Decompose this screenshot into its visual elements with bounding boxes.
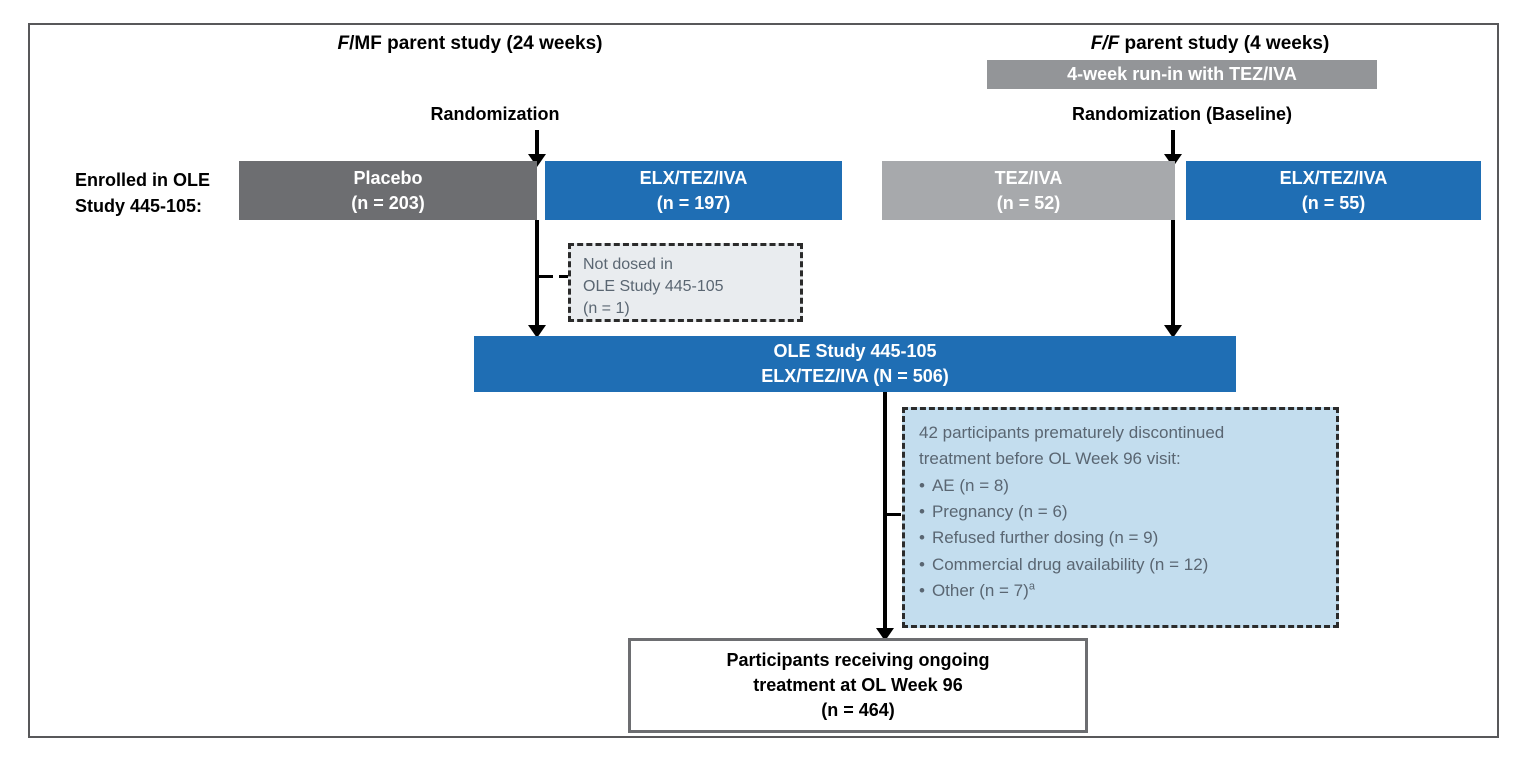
figure-frame: F/MF parent study (24 weeks) F/F parent …: [28, 23, 1499, 738]
enrolled-side-label-line2: Study 445-105:: [75, 196, 203, 217]
arm-bar-elx-tez-iva-fmf: ELX/TEZ/IVA (n = 197): [545, 161, 842, 220]
connector-left-vertical: [535, 220, 539, 330]
arm-bar-elx-tez-iva-ff: ELX/TEZ/IVA (n = 55): [1186, 161, 1481, 220]
ff-parent-study-heading: F/F parent study (4 weeks): [930, 33, 1490, 55]
arm-bar-tez-iva-name: TEZ/IVA: [994, 168, 1063, 189]
arm-bar-placebo-n: (n = 203): [351, 192, 425, 213]
discontinued-reason-other-text: Other (n = 7): [931, 581, 1029, 601]
arm-bar-elx-tez-iva-fmf-name: ELX/TEZ/IVA: [639, 168, 748, 189]
discontinued-callout-body: 42 participants prematurely discontinued…: [905, 410, 1336, 610]
enrolled-side-label-line1: Enrolled in OLE: [75, 170, 211, 190]
fmf-heading-italic-part: F: [337, 33, 350, 54]
ole-study-box-line2: ELX/TEZ/IVA (N = 506): [761, 366, 949, 386]
discontinued-callout: 42 participants prematurely discontinued…: [902, 407, 1339, 628]
ff-heading-italic-part: F/F: [1090, 33, 1120, 54]
not-dosed-callout-line1: Not dosed in: [583, 256, 673, 273]
not-dosed-callout-line3: (n = 1): [583, 300, 630, 318]
connector-ole-to-final-arrowhead: [876, 628, 894, 641]
runin-bar: 4-week run-in with TEZ/IVA: [987, 60, 1377, 89]
discontinued-reason-item: Pregnancy (n = 6): [919, 499, 1326, 525]
discontinued-callout-heading-line2: treatment before OL Week 96 visit:: [919, 449, 1181, 469]
connector-right-vertical: [1171, 220, 1175, 330]
final-outcome-line2: treatment at OL Week 96: [753, 674, 963, 695]
not-dosed-branch-dash-1: [539, 275, 553, 278]
randomization-arrow-left-stem: [535, 130, 539, 156]
discontinued-branch-dash-1: [887, 513, 901, 516]
final-outcome-line1: Participants receiving ongoing: [726, 649, 990, 670]
arm-bar-elx-tez-iva-fmf-n: (n = 197): [656, 192, 731, 213]
enrolled-side-label: Enrolled in OLE Study 445-105:: [75, 167, 265, 219]
runin-bar-label: 4-week run-in with TEZ/IVA: [1067, 64, 1297, 84]
discontinued-reason-item: AE (n = 8): [919, 473, 1326, 499]
final-outcome-line3: (n = 464): [821, 700, 895, 721]
not-dosed-callout-line2: OLE Study 445-105: [583, 278, 724, 296]
arm-bar-placebo: Placebo (n = 203): [239, 161, 537, 220]
not-dosed-callout: Not dosed in OLE Study 445-105 (n = 1): [568, 243, 803, 322]
arm-bar-tez-iva-n: (n = 52): [996, 192, 1061, 213]
randomization-arrow-right-stem: [1171, 130, 1175, 156]
discontinued-reason-item: Commercial drug availability (n = 12): [919, 552, 1326, 578]
arm-bar-placebo-name: Placebo: [353, 168, 423, 189]
fmf-heading-rest: /MF parent study (24 weeks): [349, 33, 603, 54]
ole-study-box-line1: OLE Study 445-105: [773, 340, 937, 361]
discontinued-reason-item-other: Other (n = 7)a: [919, 578, 1326, 604]
arm-bar-elx-tez-iva-ff-name: ELX/TEZ/IVA: [1279, 168, 1388, 189]
randomization-label-right-text: Randomization (Baseline): [1071, 104, 1293, 124]
discontinued-callout-heading-line1: 42 participants prematurely discontinued: [919, 423, 1225, 442]
connector-right-arrowhead: [1164, 325, 1182, 338]
connector-ole-to-final-vertical: [883, 392, 887, 636]
ole-study-box: OLE Study 445-105 ELX/TEZ/IVA (N = 506): [474, 336, 1236, 392]
other-footnote-mark: a: [1028, 580, 1035, 593]
connector-left-arrowhead: [528, 325, 546, 338]
fmf-parent-study-heading: F/MF parent study (24 weeks): [180, 33, 760, 55]
final-outcome-box: Participants receiving ongoing treatment…: [628, 638, 1088, 733]
discontinued-reason-list: AE (n = 8) Pregnancy (n = 6) Refused fur…: [919, 473, 1326, 605]
not-dosed-branch-dash-2: [559, 275, 573, 278]
not-dosed-callout-body: Not dosed in OLE Study 445-105 (n = 1): [571, 246, 800, 324]
randomization-label-left: Randomization: [360, 104, 630, 125]
arm-bar-tez-iva: TEZ/IVA (n = 52): [882, 161, 1175, 220]
discontinued-reason-item: Refused further dosing (n = 9): [919, 525, 1326, 551]
arm-bar-elx-tez-iva-ff-n: (n = 55): [1301, 192, 1366, 213]
ff-heading-rest: parent study (4 weeks): [1119, 33, 1330, 54]
randomization-label-left-text: Randomization: [430, 104, 560, 124]
randomization-label-right: Randomization (Baseline): [987, 104, 1377, 125]
